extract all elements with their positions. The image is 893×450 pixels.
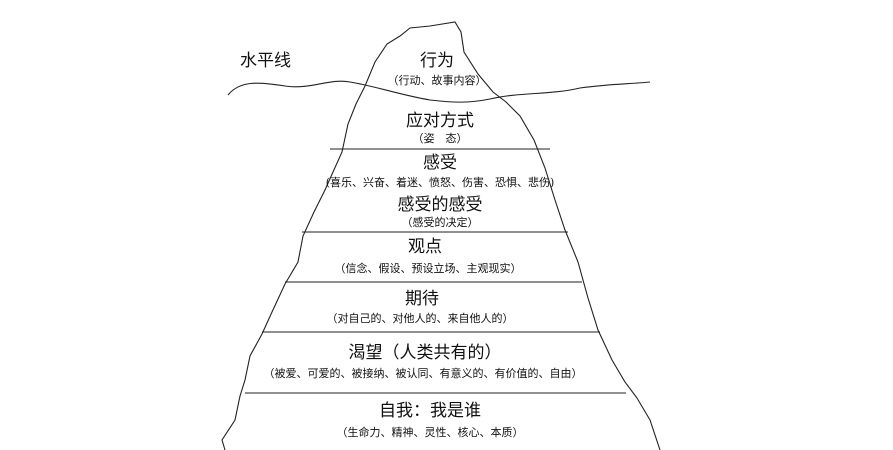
layer-subtitle-feelings: (喜乐、兴奋、着迷、愤怒、伤害、恐惧、悲伤) [326,175,555,189]
layer-subtitle-behavior: （行动、故事内容） [388,73,487,87]
layer-title-expectations: 期待 [405,289,439,309]
layer-title-coping: 应对方式 [406,111,474,131]
layer-title-feelings-about-feelings: 感受的感受 [398,195,483,215]
layer-title-yearnings: 渴望（人类共有的） [349,343,502,363]
iceberg-outline [221,21,661,450]
layer-subtitle-feelings-about-feelings: （感受的决定） [402,215,479,229]
layer-title-self: 自我：我是谁 [379,401,481,421]
layer-subtitle-self: （生命力、精神、灵性、核心、本质） [337,425,524,439]
layer-title-perceptions: 观点 [408,237,442,257]
layer-subtitle-expectations: （对自己的、对他人的、来自他人的） [327,311,514,325]
layer-title-behavior: 行为 [420,51,454,71]
water-line [227,80,651,103]
layer-subtitle-yearnings: （被爱、可爱的、被接纳、被认同、有意义的、有价值的、自由） [264,366,583,380]
layer-title-feelings: 感受 [423,153,457,173]
layer-subtitle-perceptions: （信念、假设、预设立场、主观现实） [335,261,522,275]
water-label: 水平线 [240,51,291,71]
layer-subtitle-coping: （姿 态） [413,132,468,145]
